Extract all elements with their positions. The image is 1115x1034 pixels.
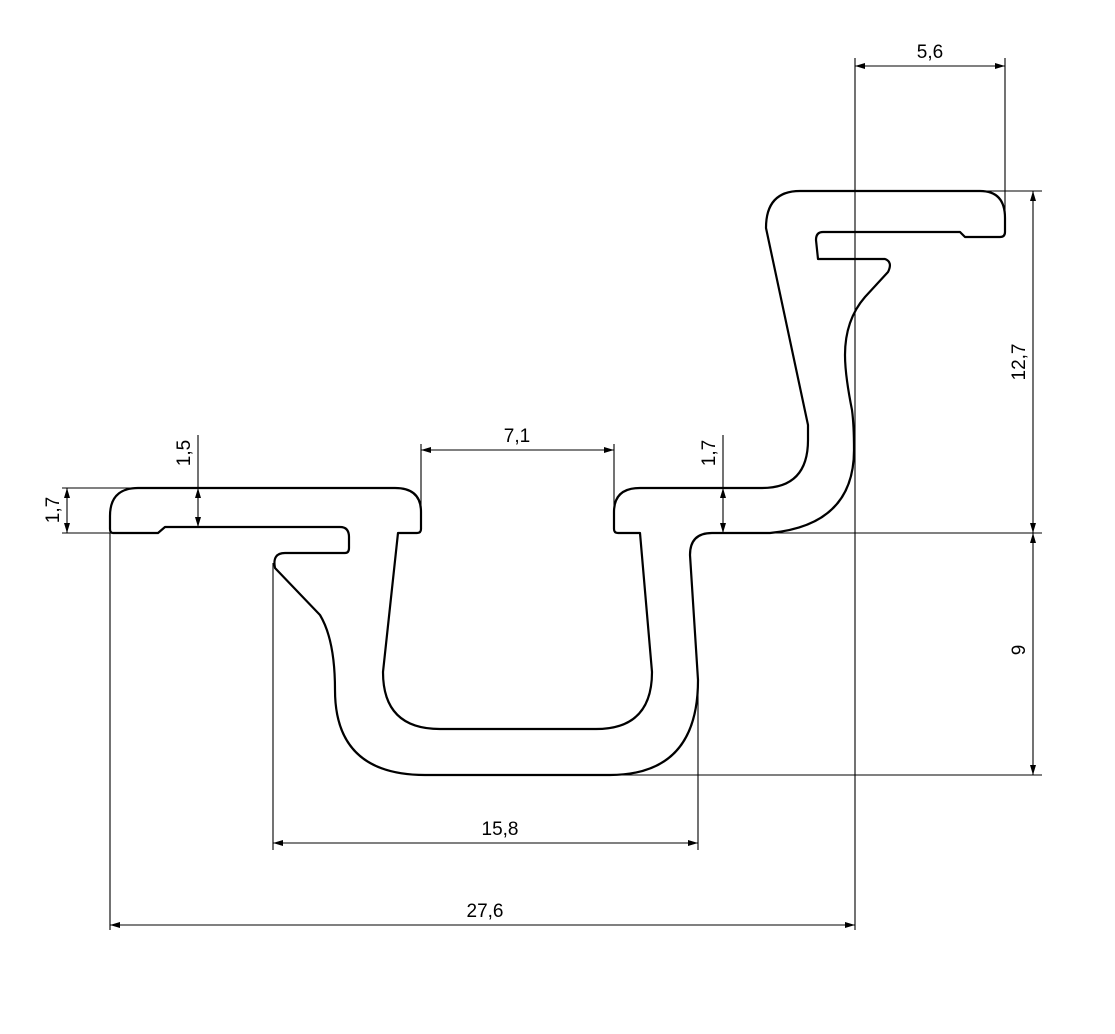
- label-right-flange-thickness: 1,7: [699, 440, 720, 466]
- label-left-flange-thickness: 1,5: [174, 440, 195, 466]
- label-left-flange-height: 1,7: [43, 497, 64, 523]
- profile-outline: [108, 189, 1007, 777]
- label-slot-opening: 7,1: [504, 426, 530, 447]
- label-overall-width: 27,6: [467, 901, 504, 922]
- label-upper-height: 12,7: [1009, 344, 1030, 381]
- label-channel-width: 15,8: [482, 819, 519, 840]
- label-top-flange: 5,6: [917, 42, 943, 63]
- label-lower-height: 9: [1009, 645, 1030, 656]
- extension-lines: [62, 58, 1042, 930]
